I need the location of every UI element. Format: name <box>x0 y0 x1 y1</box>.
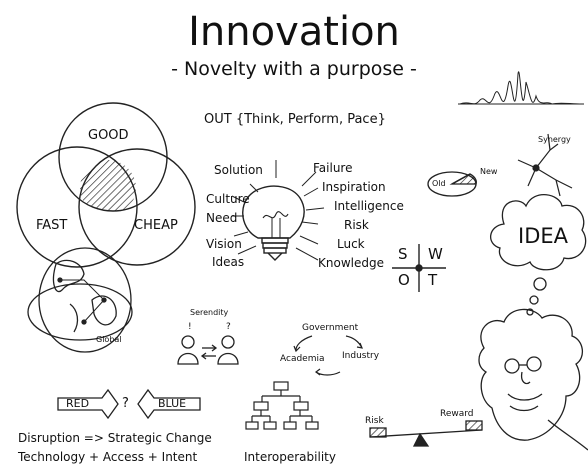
synergy-label: Synergy <box>538 135 571 144</box>
people-icon <box>177 335 239 365</box>
lightbulb-icon <box>242 185 305 261</box>
serendity-label: Serendity <box>190 308 229 317</box>
word-vision: Vision <box>206 237 242 251</box>
globe-icon <box>27 247 133 353</box>
venn-label-good: GOOD <box>88 128 129 143</box>
hierarchy-tree-icon <box>245 381 319 430</box>
serendity-exclaim: ! <box>188 322 192 332</box>
triad-government: Government <box>302 323 359 333</box>
disruption-text: Disruption => Strategic Change <box>18 431 212 445</box>
swot-cross <box>392 244 446 292</box>
red-label: RED <box>66 397 90 410</box>
subtitle: - Novelty with a purpose - <box>171 58 417 80</box>
synergy-network-icon <box>517 133 573 197</box>
word-luck: Luck <box>337 237 365 251</box>
venn-label-fast: FAST <box>36 218 68 233</box>
idea-label: IDEA <box>518 224 568 248</box>
triad-industry: Industry <box>342 351 380 361</box>
swot-o: O <box>398 271 410 289</box>
word-failure: Failure <box>313 161 353 175</box>
word-risk: Risk <box>344 218 369 232</box>
triad-academia: Academia <box>280 354 325 364</box>
pie-label-old: Old <box>432 179 446 188</box>
balance-scale-icon <box>369 420 483 447</box>
out-line: OUT {Think, Perform, Pace} <box>204 112 386 127</box>
word-knowledge: Knowledge <box>318 256 384 270</box>
red-blue-question: ? <box>122 396 129 411</box>
swot-w: W <box>428 245 443 263</box>
globe-label: Global <box>96 335 122 344</box>
pie-icon <box>427 171 477 197</box>
triad-cycle-arrows <box>293 335 363 376</box>
balance-reward: Reward <box>440 409 474 419</box>
wave-icon <box>458 71 584 105</box>
venn-diagram <box>16 102 196 268</box>
word-culture: Culture <box>206 192 250 206</box>
word-intelligence: Intelligence <box>334 199 404 213</box>
word-need: Need <box>206 211 238 225</box>
bulb-rays <box>231 160 325 261</box>
red-blue-arrows <box>57 388 201 420</box>
word-solution: Solution <box>214 163 263 177</box>
thought-cloud-icon <box>490 194 587 316</box>
pie-label-new: New <box>480 167 498 176</box>
page-title: Innovation <box>188 9 400 55</box>
swot-t: T <box>428 271 438 289</box>
technology-text: Technology + Access + Intent <box>18 450 198 464</box>
venn-label-cheap: CHEAP <box>134 218 178 233</box>
word-inspiration: Inspiration <box>322 180 386 194</box>
caricature-face-icon <box>478 308 588 451</box>
blue-label: BLUE <box>158 397 187 410</box>
serendity-question: ? <box>226 322 231 332</box>
swot-s: S <box>398 245 408 263</box>
word-ideas: Ideas <box>212 255 245 269</box>
interoperability-label: Interoperability <box>244 450 336 464</box>
balance-risk: Risk <box>365 416 384 426</box>
